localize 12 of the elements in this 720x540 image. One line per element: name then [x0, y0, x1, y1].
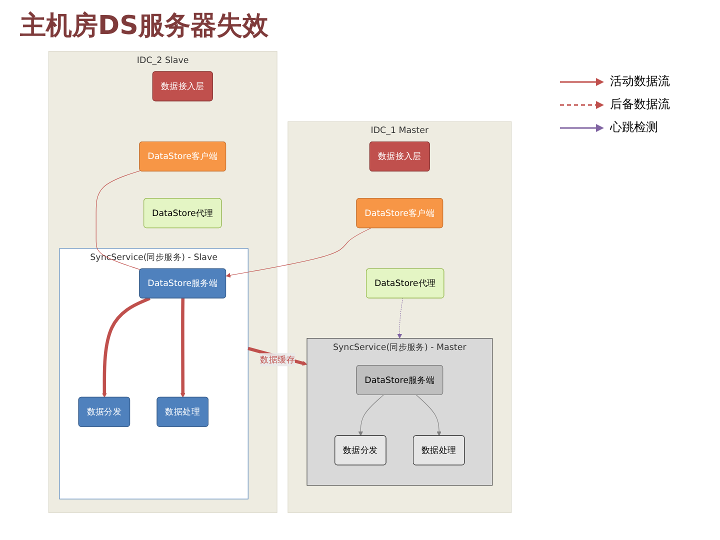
arrow: [358, 394, 384, 436]
legend-label: 活动数据流: [610, 73, 670, 90]
arrow: [397, 298, 404, 339]
slide-title: 主机房DS服务器失效: [20, 10, 270, 43]
arrow: [416, 394, 442, 436]
arrow: [180, 298, 186, 398]
arrow: [102, 296, 150, 398]
connector: [96, 170, 141, 270]
arrow: [226, 228, 372, 278]
edge-label: 数据缓存: [260, 354, 295, 365]
legend-label: 心跳检测: [610, 119, 658, 136]
legend-label: 后备数据流: [610, 96, 670, 113]
